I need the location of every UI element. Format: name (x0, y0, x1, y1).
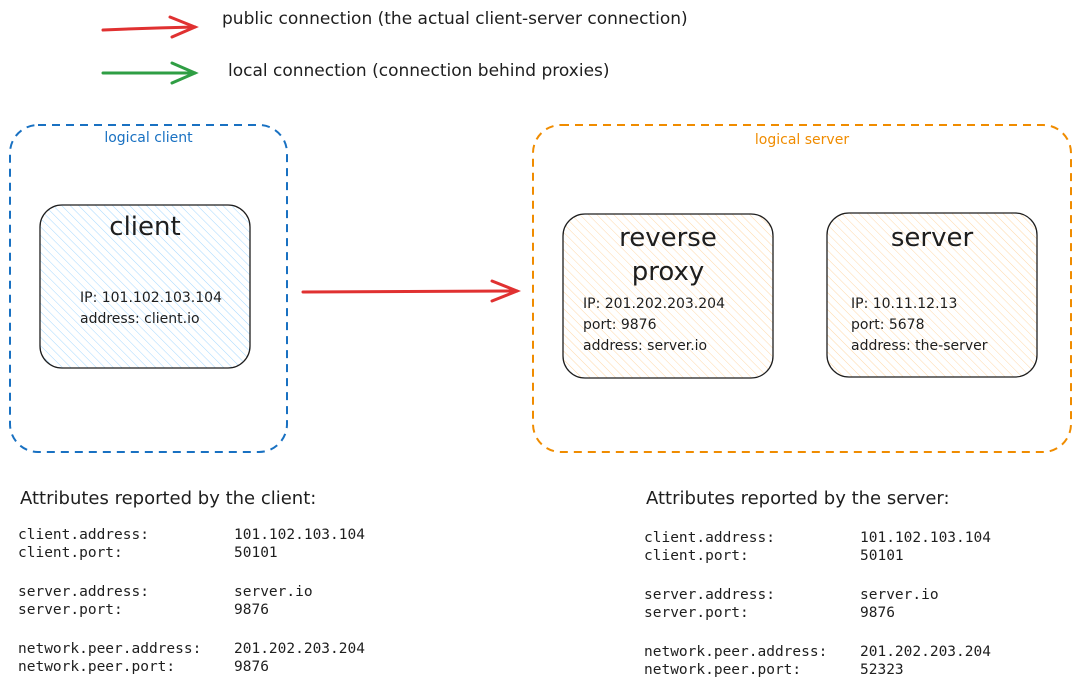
attr-key: client.port: (18, 545, 123, 561)
attr-row: network.peer.port: 9876 (18, 658, 365, 676)
client-attributes-heading: Attributes reported by the client: (20, 488, 317, 509)
attr-row: server.address: server.io (18, 583, 365, 601)
attr-key: server.address: (644, 587, 775, 603)
attr-key: network.peer.address: (644, 644, 828, 660)
attr-value: 50101 (234, 545, 278, 561)
legend-local-label: local connection (connection behind prox… (228, 61, 610, 81)
proxy-port: port: 9876 (583, 317, 657, 333)
attr-value: 101.102.103.104 (234, 527, 365, 543)
legend-red-arrow (101, 15, 199, 39)
server-title: server (890, 223, 974, 253)
attr-value: 9876 (234, 659, 269, 675)
server-info: IP: 10.11.12.13 port: 5678 address: the-… (851, 294, 988, 357)
attr-key: network.peer.port: (18, 659, 176, 675)
attr-row: client.port: 50101 (18, 544, 365, 562)
logical-server-boundary (532, 124, 1072, 453)
legend-public-label: public connection (the actual client-ser… (222, 9, 688, 29)
attr-value: server.io (234, 584, 313, 600)
client-attributes-table: client.address: 101.102.103.104 client.po… (18, 526, 365, 676)
attr-key: network.peer.port: (644, 662, 802, 678)
attr-row: server.address: server.io (644, 586, 991, 604)
proxy-address: address: server.io (583, 338, 708, 354)
attr-row: network.peer.address: 201.202.203.204 (644, 643, 991, 661)
proxy-ip: IP: 201.202.203.204 (583, 296, 725, 312)
attr-key: server.port: (644, 605, 749, 621)
attr-row: client.address: 101.102.103.104 (18, 526, 365, 544)
attr-value: 52323 (860, 662, 904, 678)
attr-value: 201.202.203.204 (234, 641, 365, 657)
attr-value: 50101 (860, 548, 904, 564)
client-info: IP: 101.102.103.104 address: client.io (80, 288, 222, 330)
attr-row: client.port: 50101 (644, 547, 991, 565)
logical-client-label: logical client (104, 130, 193, 146)
attr-row: client.address: 101.102.103.104 (644, 529, 991, 547)
client-node (39, 204, 251, 369)
server-attributes-heading: Attributes reported by the server: (646, 488, 950, 509)
server-node (826, 212, 1038, 378)
proxy-info: IP: 201.202.203.204 port: 9876 address: … (583, 294, 725, 357)
attr-value: 9876 (234, 602, 269, 618)
public-connection-arrow (301, 279, 522, 303)
client-ip: IP: 101.102.103.104 (80, 290, 222, 306)
proxy-node (562, 213, 774, 379)
server-attributes-table: client.address: 101.102.103.104 client.po… (644, 529, 991, 679)
attr-row: network.peer.address: 201.202.203.204 (18, 640, 365, 658)
attr-value: 9876 (860, 605, 895, 621)
legend-green-arrow (101, 61, 199, 85)
server-ip: IP: 10.11.12.13 (851, 296, 958, 312)
attr-row: network.peer.port: 52323 (644, 661, 991, 679)
client-title: client (109, 212, 181, 242)
server-port: port: 5678 (851, 317, 925, 333)
client-address: address: client.io (80, 311, 200, 327)
logical-server-label: logical server (754, 132, 850, 148)
attr-value: server.io (860, 587, 939, 603)
attr-key: network.peer.address: (18, 641, 202, 657)
attr-key: server.address: (18, 584, 149, 600)
attr-value: 201.202.203.204 (860, 644, 991, 660)
attr-row: server.port: 9876 (644, 604, 991, 622)
attr-key: client.address: (18, 527, 149, 543)
logical-client-boundary (9, 124, 288, 453)
proxy-title: reverse proxy (619, 223, 717, 287)
server-address: address: the-server (851, 338, 988, 354)
attr-value: 101.102.103.104 (860, 530, 991, 546)
attr-key: client.port: (644, 548, 749, 564)
attr-key: client.address: (644, 530, 775, 546)
attr-row: server.port: 9876 (18, 601, 365, 619)
attr-key: server.port: (18, 602, 123, 618)
